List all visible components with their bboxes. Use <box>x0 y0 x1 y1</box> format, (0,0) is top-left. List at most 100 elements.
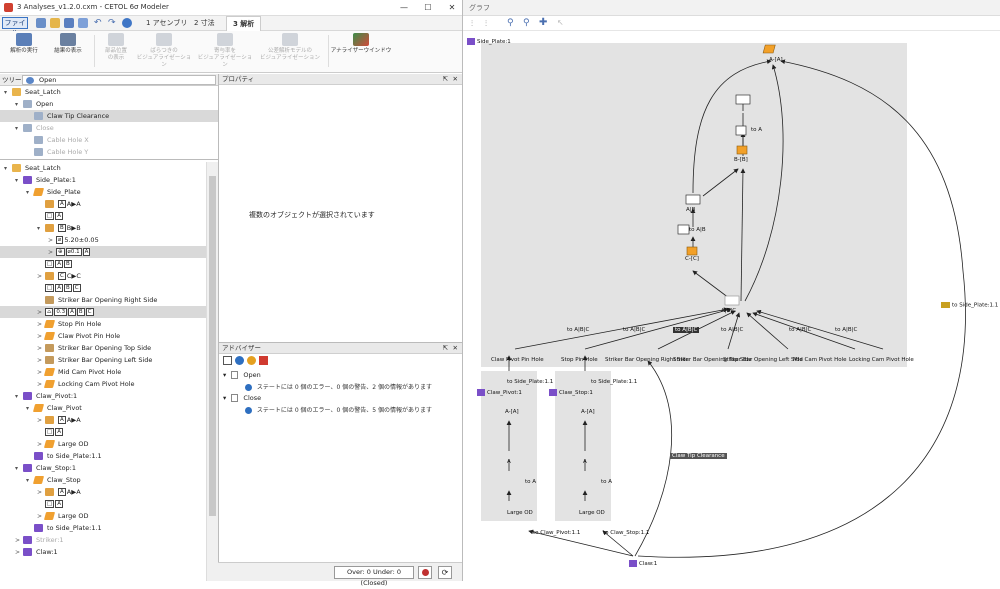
tree-item[interactable]: □A <box>0 210 206 222</box>
advisor-group-open[interactable]: ▾ Open <box>223 371 261 379</box>
scrollbar-thumb[interactable] <box>209 176 216 516</box>
tree-item[interactable]: >⌀5.20±0.05 <box>0 234 206 246</box>
tree-item[interactable]: Cable Hole X <box>0 134 218 146</box>
tree-item[interactable]: >Claw:1 <box>0 546 206 558</box>
zoom-out-icon[interactable]: ⚲ <box>523 18 530 28</box>
file-menu[interactable]: ファイル <box>2 17 28 37</box>
refresh-icon[interactable]: ⟳ <box>438 566 452 579</box>
tree-item[interactable]: Striker Bar Opening Right Side <box>0 294 206 306</box>
tree-item[interactable]: Claw Tip Clearance <box>0 110 218 122</box>
expand-toggle-icon[interactable]: ▾ <box>15 393 19 400</box>
fit-icon[interactable]: ✚ <box>539 17 548 28</box>
pin-icon[interactable]: ⇱ <box>442 75 448 83</box>
expand-toggle-icon[interactable]: ▾ <box>4 89 8 96</box>
help-icon[interactable] <box>122 18 132 28</box>
tree-item[interactable]: ▾Claw_Stop <box>0 474 206 486</box>
tree-item[interactable]: >Stop Pin Hole <box>0 318 206 330</box>
tree-item[interactable]: >Striker Bar Opening Top Side <box>0 342 206 354</box>
claw-tip-clearance-node[interactable]: Claw Tip Clearance <box>670 453 727 459</box>
expand-toggle-icon[interactable]: > <box>37 333 43 340</box>
tree-item[interactable]: ▾Claw_Pivot:1 <box>0 390 206 402</box>
to-a-node[interactable] <box>735 125 747 136</box>
expand-toggle-icon[interactable]: ▾ <box>37 225 41 232</box>
b-datum-node[interactable] <box>736 145 748 155</box>
expand-toggle-icon[interactable]: > <box>37 273 43 280</box>
expand-toggle-icon[interactable]: > <box>37 489 43 496</box>
expand-toggle-icon[interactable]: > <box>37 345 43 352</box>
variation-visualization-button[interactable]: ばらつきの ビジュアライゼーション <box>136 33 192 69</box>
expand-icon[interactable]: ▾ <box>223 394 227 402</box>
expand-toggle-icon[interactable]: > <box>37 381 43 388</box>
expand-toggle-icon[interactable]: > <box>15 537 21 544</box>
top-datum-node[interactable] <box>762 44 776 54</box>
tree-item[interactable]: Cable Hole Y <box>0 146 218 158</box>
expand-toggle-icon[interactable]: ▾ <box>26 477 30 484</box>
expand-toggle-icon[interactable]: > <box>15 549 21 556</box>
show-part-position-button[interactable]: 部品位置 の表示 <box>96 33 136 69</box>
tree-item[interactable]: ▾Open <box>0 98 218 110</box>
expand-toggle-icon[interactable]: > <box>37 357 43 364</box>
expand-toggle-icon[interactable]: > <box>48 237 54 244</box>
graph-canvas[interactable] <box>463 31 1000 581</box>
contribution-visualization-button[interactable]: 寄与率を ビジュアライゼーション <box>196 33 254 69</box>
pointer-icon[interactable]: ↖ <box>557 18 564 27</box>
expand-toggle-icon[interactable]: ▾ <box>4 165 8 172</box>
model-visualization-button[interactable]: 公差解析モデルの ビジュアライゼーション <box>258 33 322 69</box>
expand-toggle-icon[interactable]: ▾ <box>15 125 19 132</box>
tree-item[interactable]: >Striker:1 <box>0 534 206 546</box>
abc-frame-node[interactable] <box>724 295 740 306</box>
tree-item[interactable]: >Large OD <box>0 510 206 522</box>
align-left-icon[interactable]: ⫶ <box>471 19 473 28</box>
expand-toggle-icon[interactable]: > <box>48 249 54 256</box>
tree-item[interactable]: ▾Claw_Pivot <box>0 402 206 414</box>
tree-item[interactable]: □A <box>0 426 206 438</box>
error-icon[interactable] <box>259 356 268 365</box>
expand-toggle-icon[interactable]: ▾ <box>15 465 19 472</box>
minimize-button[interactable]: — <box>400 3 408 12</box>
close-icon[interactable]: ✕ <box>452 75 458 83</box>
expand-toggle-icon[interactable]: > <box>37 321 43 328</box>
tree-item[interactable]: >Locking Cam Pivot Hole <box>0 378 206 390</box>
redo-icon[interactable]: ↷ <box>108 18 116 28</box>
expand-icon[interactable]: ▾ <box>223 371 227 379</box>
tree-item[interactable]: ▾Side_Plate:1 <box>0 174 206 186</box>
expand-toggle-icon[interactable]: > <box>37 417 43 424</box>
tree-item[interactable]: >Large OD <box>0 438 206 450</box>
close-icon[interactable]: ✕ <box>452 344 458 352</box>
expand-toggle-icon[interactable]: > <box>37 513 43 520</box>
show-results-button[interactable]: 結果の表示 <box>48 33 88 69</box>
gear-icon[interactable] <box>78 18 88 28</box>
tree-item[interactable]: ▾Seat_Latch <box>0 86 218 98</box>
frame-node[interactable] <box>735 94 751 105</box>
warning-icon[interactable] <box>247 356 256 365</box>
align-right-icon[interactable]: ⫶ <box>485 19 487 28</box>
close-button[interactable]: ✕ <box>448 3 456 12</box>
advisor-group-close[interactable]: ▾ Close <box>223 394 262 402</box>
pin-icon[interactable]: ⇱ <box>442 344 448 352</box>
settings-icon[interactable] <box>36 18 46 28</box>
info-icon[interactable] <box>235 356 244 365</box>
run-analysis-button[interactable]: 解析の実行 <box>4 33 44 69</box>
tree-item[interactable]: ▾Close <box>0 122 218 134</box>
tab-dimension[interactable]: 2 寸法 <box>194 19 215 27</box>
tree-item[interactable]: to Side_Plate:1.1 <box>0 450 206 462</box>
expand-toggle-icon[interactable]: ▾ <box>26 189 30 196</box>
tree-item[interactable]: ▾Side_Plate <box>0 186 206 198</box>
c-datum-node[interactable] <box>686 246 698 256</box>
maximize-button[interactable]: ☐ <box>424 3 432 12</box>
tree-item[interactable]: >Claw Pivot Pin Hole <box>0 330 206 342</box>
tab-analysis[interactable]: 3 解析 <box>226 16 262 31</box>
tree-item[interactable]: to Side_Plate:1.1 <box>0 522 206 534</box>
expand-toggle-icon[interactable]: ▾ <box>15 101 19 108</box>
expand-toggle-icon[interactable]: ▾ <box>26 405 30 412</box>
tab-assembly[interactable]: 1 アセンブリ <box>146 19 188 27</box>
model-tree-scrollbar[interactable] <box>206 162 218 581</box>
save-icon[interactable] <box>64 18 74 28</box>
